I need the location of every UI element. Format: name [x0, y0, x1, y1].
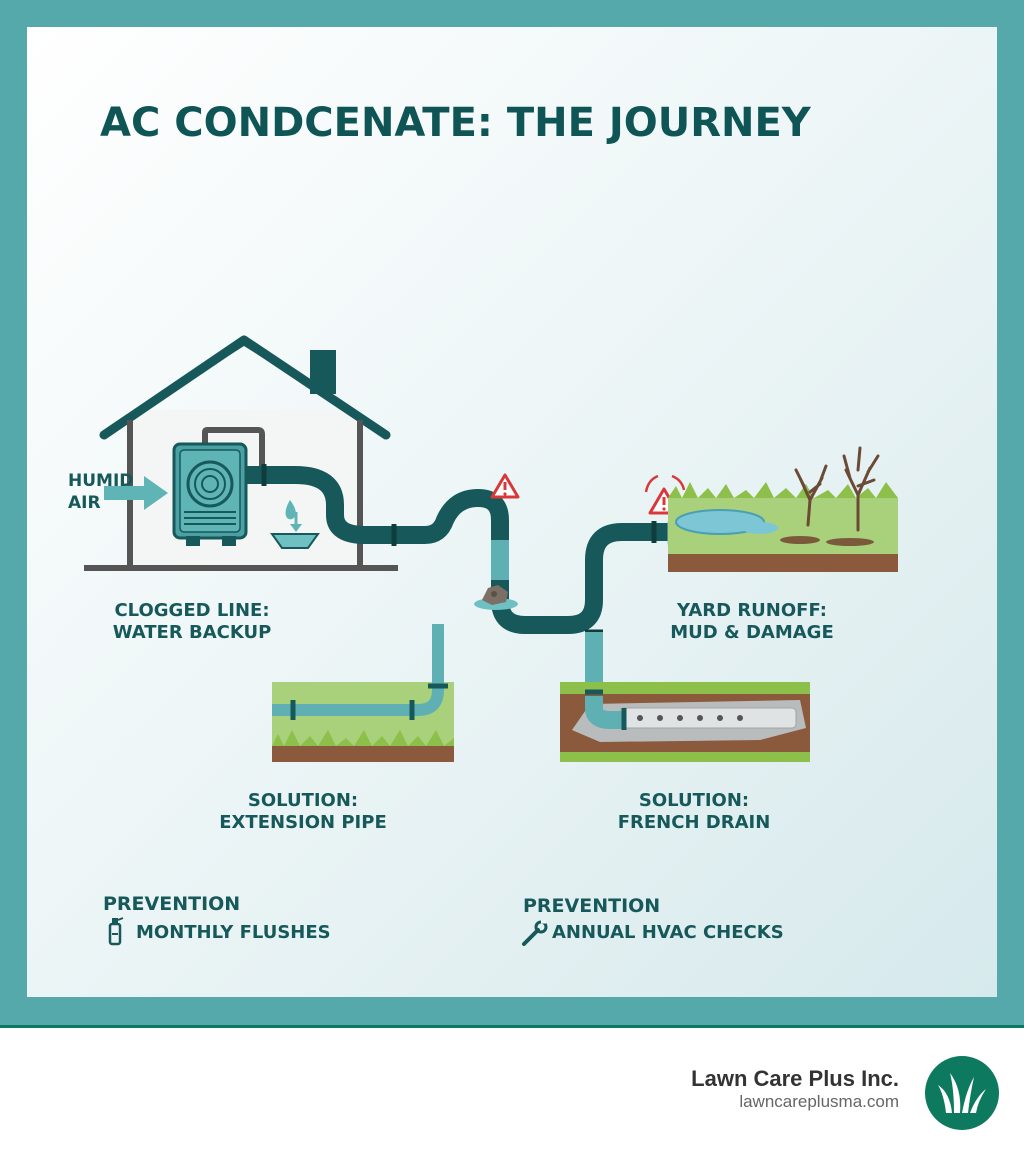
prevention-text-2: ANNUAL HVAC CHECKS: [552, 922, 784, 943]
brand-url[interactable]: lawncareplusma.com: [739, 1092, 899, 1111]
humid-air-arrow: [104, 476, 168, 510]
ac-unit: [172, 427, 265, 546]
yard-runoff-scene: [668, 446, 898, 572]
prevention-heading-2: PREVENTION: [523, 895, 660, 917]
main-drain-pipe: [246, 464, 685, 700]
humid-air-label-2: AIR: [68, 493, 101, 513]
prevention-heading-1: PREVENTION: [103, 893, 240, 915]
extension-pipe-label-1: SOLUTION:: [248, 790, 358, 811]
footer: [0, 1028, 1024, 1154]
warning-icon-clog: [490, 473, 520, 499]
prevention-text-1: MONTHLY FLUSHES: [136, 922, 331, 943]
humid-air-label-1: HUMID: [68, 471, 133, 491]
footer-divider: [0, 1025, 1024, 1028]
extension-pipe-label-2: EXTENSION PIPE: [219, 812, 386, 833]
french-drain-label-1: SOLUTION:: [639, 790, 749, 811]
clogged-line-label-2: WATER BACKUP: [113, 622, 272, 643]
grass-logo-icon: [925, 1056, 999, 1130]
yard-runoff-label-2: MUD & DAMAGE: [670, 622, 834, 643]
french-drain-scene: [560, 682, 810, 762]
drip-pan: [270, 500, 320, 549]
condensate-diagram: AC CONDCENATE: THE JOURNEY HUMID AIR: [68, 100, 898, 946]
brand-name: Lawn Care Plus Inc.: [691, 1066, 899, 1091]
extension-pipe-scene: [272, 624, 454, 762]
chimney: [310, 350, 336, 394]
french-drain-label-2: FRENCH DRAIN: [618, 812, 771, 833]
spray-bottle-icon: [108, 917, 124, 946]
clog-debris: [474, 585, 518, 610]
wrench-icon: [522, 920, 548, 946]
yard-runoff-label-1: YARD RUNOFF:: [676, 600, 827, 621]
clogged-line-label-1: CLOGGED LINE:: [114, 600, 269, 621]
page-title: AC CONDCENATE: THE JOURNEY: [100, 100, 812, 146]
